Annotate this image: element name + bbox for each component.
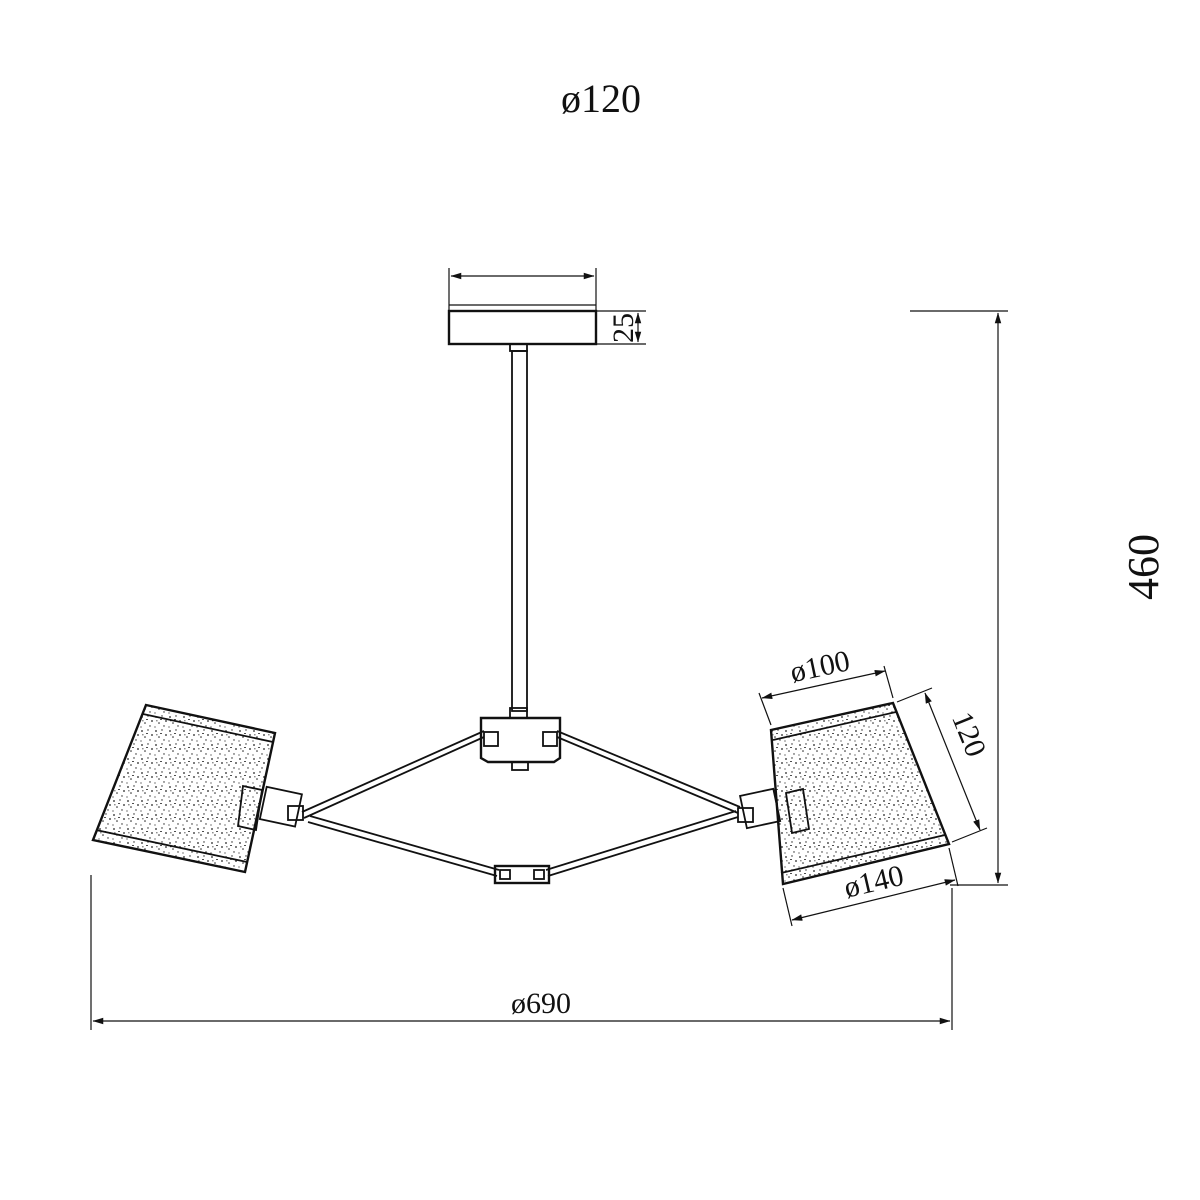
right-arm: [545, 730, 741, 877]
shade-height-dimension: [896, 687, 988, 843]
overall-height-dimension: [910, 310, 1008, 886]
overall-height-label: 460: [1119, 534, 1168, 600]
canopy-height-label: 25: [607, 313, 640, 343]
shade-height-label: 120: [945, 707, 992, 761]
left-lamp-shade: [91, 703, 304, 874]
shade-top-diameter-dimension: [758, 665, 894, 726]
overall-diameter-dimension: [90, 875, 953, 1030]
ceiling-canopy: [447, 304, 598, 346]
shade-bottom-diameter-dimension: [782, 847, 959, 927]
canopy-diameter-label: ø120: [561, 76, 641, 121]
lower-joint: [493, 864, 551, 885]
canopy-height-dimension: [596, 310, 646, 345]
canopy-diameter-dimension: [448, 268, 597, 311]
down-rod: [509, 343, 528, 719]
overall-diameter-label: ø690: [511, 987, 571, 1020]
shade-top-diameter-label: ø100: [787, 644, 853, 689]
left-arm: [301, 730, 500, 877]
right-lamp-shade: [737, 701, 951, 886]
central-hub: [479, 716, 562, 771]
